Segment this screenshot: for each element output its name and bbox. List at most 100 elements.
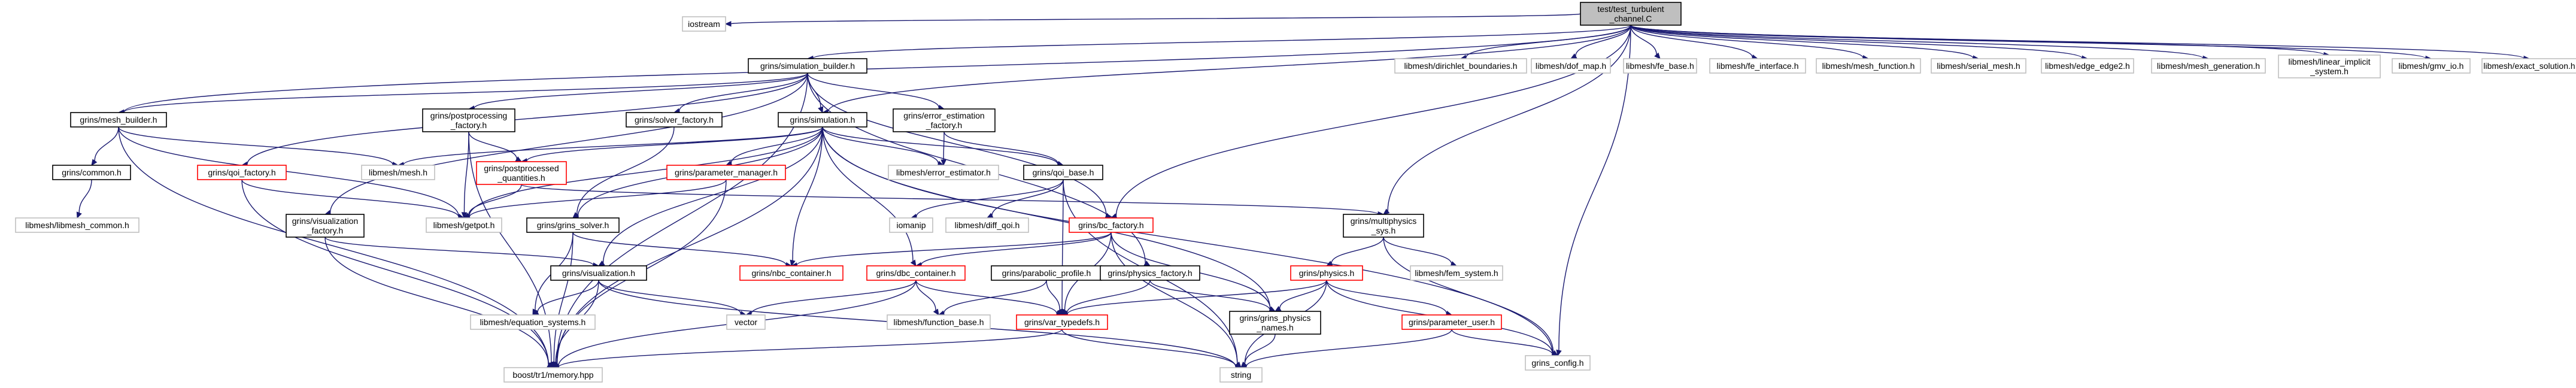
file-node-label: boost/tr1/memory.hpp xyxy=(512,370,593,380)
file-node-label: grins/solver_factory.h xyxy=(635,115,714,125)
file-node-postproc-factory[interactable]: grins/postprocessing_factory.h xyxy=(422,108,515,132)
include-edge-qoi_base-to-var_typedefs xyxy=(1059,179,1065,316)
include-edge-qoi_base-to-diff_qoi xyxy=(986,179,1064,219)
file-node-solver-factory[interactable]: grins/solver_factory.h xyxy=(626,112,723,128)
include-edge-root-to-bc_factory xyxy=(1110,25,1631,219)
include-edge-sim_builder-to-solver_factory xyxy=(673,72,808,114)
file-node-shared-ptr: boost/tr1/memory.hpp xyxy=(503,367,603,383)
file-node-label: grins/physics_factory.h xyxy=(1108,268,1192,278)
file-node-label: libmesh/mesh_generation.h xyxy=(2157,61,2260,71)
file-node-label: grins_config.h xyxy=(1531,358,1583,368)
file-node-nbc-container[interactable]: grins/nbc_container.h xyxy=(739,265,844,281)
file-node-physics[interactable]: grins/physics.h xyxy=(1290,265,1363,281)
file-node-label: _quantities.h xyxy=(497,173,545,183)
file-node-box xyxy=(286,214,365,238)
file-node-multiphysics-sys[interactable]: grins/multiphysics_sys.h xyxy=(1343,214,1424,238)
file-node-label: grins/bc_factory.h xyxy=(1078,220,1143,230)
file-node-simulation[interactable]: grins/simulation.h xyxy=(778,112,867,128)
file-node-root[interactable]: test/test_turbulent_channel.C xyxy=(1580,2,1682,26)
file-node-dbc-container[interactable]: grins/dbc_container.h xyxy=(866,265,966,281)
include-edge-param_user-to-grins_config xyxy=(1451,329,1559,357)
file-node-box xyxy=(1401,314,1502,330)
include-edge-solver_factory-to-grins_solver xyxy=(572,126,675,219)
file-node-parabolic-profile[interactable]: grins/parabolic_profile.h xyxy=(991,265,1102,281)
file-node-box xyxy=(778,112,867,128)
file-node-mesh-builder[interactable]: grins/mesh_builder.h xyxy=(70,112,167,128)
file-node-box xyxy=(2041,58,2134,74)
file-node-label: libmesh/edge_edge2.h xyxy=(2045,61,2130,71)
file-node-var-typedefs[interactable]: grins/var_typedefs.h xyxy=(1016,314,1108,330)
file-node-label: libmesh/dirichlet_boundaries.h xyxy=(1404,61,1517,71)
include-edge-vis_factory-to-shared_ptr xyxy=(324,237,554,368)
file-node-box xyxy=(2481,58,2576,74)
file-node-label: libmesh/dof_map.h xyxy=(1536,61,1606,71)
include-edge-grins_solver-to-nbc_container xyxy=(572,232,793,268)
include-edge-dbc_container-to-function_base xyxy=(915,280,939,316)
file-node-fem-system: libmesh/fem_system.h xyxy=(1410,265,1503,281)
file-node-label: grins/multiphysics xyxy=(1351,216,1416,226)
file-node-label: grins/dbc_container.h xyxy=(876,268,955,278)
file-node-label: libmesh/libmesh_common.h xyxy=(25,220,129,230)
file-node-param-user[interactable]: grins/parameter_user.h xyxy=(1401,314,1502,330)
include-edge-root-to-fe_base xyxy=(1630,25,1661,59)
file-node-label: grins/grins_solver.h xyxy=(537,220,609,230)
file-node-box xyxy=(945,217,1029,233)
file-node-box xyxy=(1931,58,2026,74)
file-node-box xyxy=(361,165,435,180)
include-edge-root-to-iostream xyxy=(724,13,1581,27)
include-edge-parabolic_profile-to-var_typedefs xyxy=(1046,280,1063,316)
file-node-physics-names[interactable]: grins/grins_physics_names.h xyxy=(1229,311,1321,335)
file-node-error-est-factory[interactable]: grins/error_estimation_factory.h xyxy=(893,108,996,132)
file-node-edge-edge2: libmesh/edge_edge2.h xyxy=(2041,58,2134,74)
file-node-linear-implicit: libmesh/linear_implicit_system.h xyxy=(2278,54,2381,78)
file-node-qoi-factory[interactable]: grins/qoi_factory.h xyxy=(197,165,287,180)
file-node-box xyxy=(1023,165,1103,180)
file-node-common[interactable]: grins/common.h xyxy=(52,165,131,180)
file-node-label: string xyxy=(1231,370,1251,380)
file-node-box xyxy=(1394,58,1527,74)
include-edge-root-to-dirichlet xyxy=(1460,25,1631,60)
file-node-vis-factory[interactable]: grins/visualization_factory.h xyxy=(286,214,365,238)
file-node-iostream: iostream xyxy=(682,16,726,32)
include-edge-root-to-multiphysics_sys xyxy=(1383,25,1631,215)
file-node-label: _factory.h xyxy=(450,120,487,130)
file-node-bc-factory[interactable]: grins/bc_factory.h xyxy=(1069,217,1154,233)
file-node-physics-factory[interactable]: grins/physics_factory.h xyxy=(1100,265,1200,281)
file-node-libmesh-mesh: libmesh/mesh.h xyxy=(361,165,435,180)
file-node-box xyxy=(426,217,502,233)
file-node-box xyxy=(726,314,766,330)
file-node-box xyxy=(1531,58,1611,74)
file-node-postprocessed-q[interactable]: grins/postprocessed_quantities.h xyxy=(476,161,567,185)
file-node-mesh-function: libmesh/mesh_function.h xyxy=(1816,58,1921,74)
file-node-box xyxy=(1219,367,1263,383)
file-node-label: grins/qoi_base.h xyxy=(1033,168,1094,177)
file-node-error-estimator: libmesh/error_estimator.h xyxy=(888,165,999,180)
file-node-box xyxy=(893,108,996,132)
include-edge-sim_builder-to-mesh_builder xyxy=(117,72,808,116)
file-node-box xyxy=(1525,355,1591,371)
file-node-label: grins/common.h xyxy=(62,168,122,177)
file-node-label: grins/qoi_factory.h xyxy=(208,168,275,177)
include-edge-qoi_factory-to-getpot xyxy=(241,179,465,220)
file-node-box xyxy=(526,217,620,233)
include-edge-simulation-to-libmesh_mesh xyxy=(397,126,823,168)
file-node-box xyxy=(888,165,999,180)
include-edge-sim_builder-to-qoi_factory xyxy=(241,72,808,168)
file-node-visualization[interactable]: grins/visualization.h xyxy=(550,265,647,281)
include-edge-var_typedefs-to-shared_ptr xyxy=(552,329,1063,371)
file-node-label: libmesh/error_estimator.h xyxy=(896,168,991,177)
file-node-label: libmesh/serial_mesh.h xyxy=(1937,61,2020,71)
file-node-label: libmesh/function_base.h xyxy=(894,317,984,327)
file-node-serial-mesh: libmesh/serial_mesh.h xyxy=(1931,58,2026,74)
include-edge-physics_names-to-string xyxy=(1240,334,1276,368)
file-node-label: libmesh/fe_base.h xyxy=(1626,61,1694,71)
file-node-label: _sys.h xyxy=(1371,226,1395,235)
file-node-qoi-base[interactable]: grins/qoi_base.h xyxy=(1023,165,1103,180)
file-node-box xyxy=(470,314,596,330)
file-node-sim-builder[interactable]: grins/simulation_builder.h xyxy=(748,58,867,74)
file-node-label: iomanip xyxy=(896,220,926,230)
file-node-param-manager[interactable]: grins/parameter_manager.h xyxy=(666,165,786,180)
include-edge-sim_builder-to-postproc_factory xyxy=(468,72,808,111)
file-node-grins-solver[interactable]: grins/grins_solver.h xyxy=(526,217,620,233)
